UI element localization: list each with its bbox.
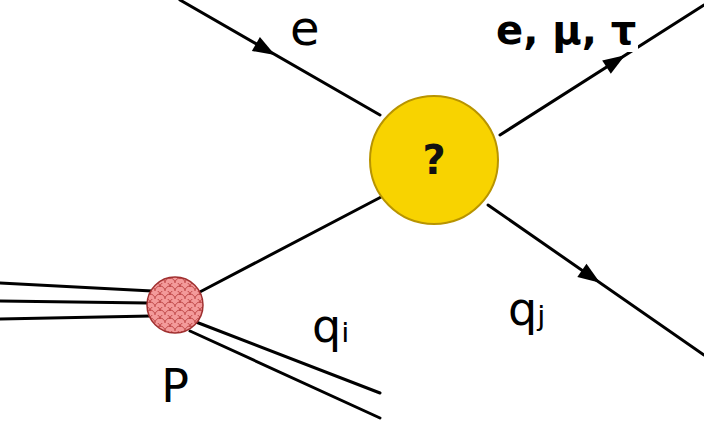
proton-circle [147,277,203,333]
arrowhead [252,37,275,55]
interaction-blob: ? [368,94,500,226]
particle-label: e [288,2,322,55]
proton-quark-line [0,316,151,319]
spectator-line [190,331,380,418]
spectator-line [196,322,380,393]
proton-blob: P [145,275,205,412]
incoming-electron-line [180,0,380,115]
particle-label: qⱼ [506,284,547,335]
arrowhead [602,55,625,74]
node-text: ? [422,138,445,182]
edge-label: qᵢ [310,301,351,352]
node-text: P [145,361,205,412]
outgoing-quark-line [488,205,704,355]
proton-quark-line [0,283,152,291]
proton-quark-line [0,301,148,303]
arrowhead [577,264,600,283]
quark-line [200,197,382,292]
blob-circle [370,96,498,224]
proton-outline [145,275,205,335]
particle-label: e, μ, τ [494,8,638,52]
